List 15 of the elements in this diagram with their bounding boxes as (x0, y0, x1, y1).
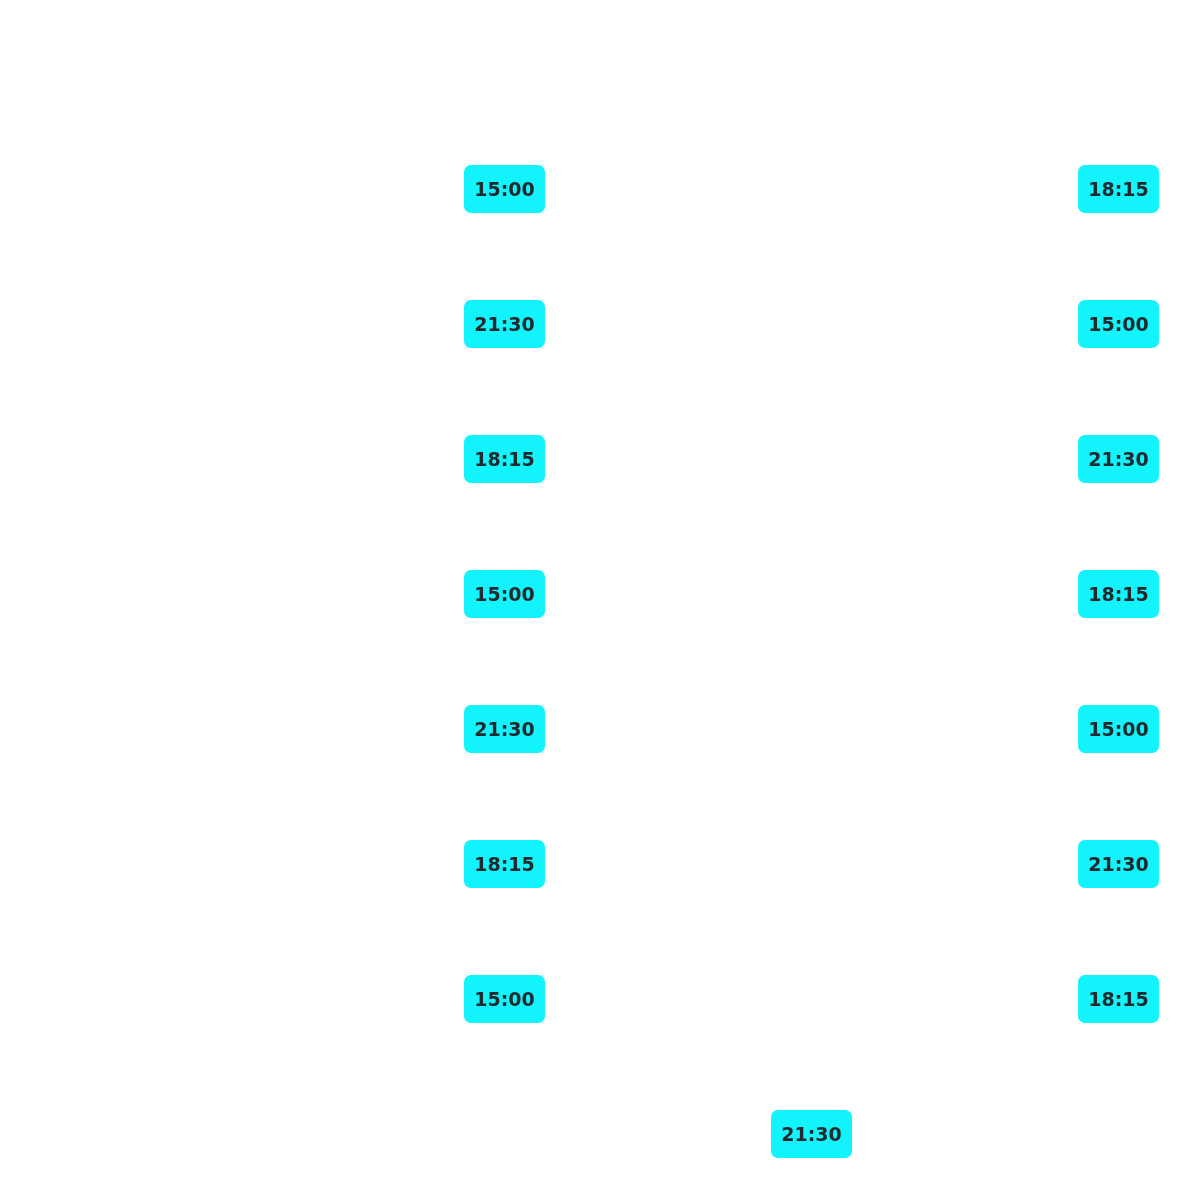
time-badge: 15:00 (1078, 705, 1159, 753)
time-badge: 15:00 (464, 165, 545, 213)
time-badge: 21:30 (1078, 840, 1159, 888)
time-badge: 21:30 (464, 300, 545, 348)
time-badge: 18:15 (464, 840, 545, 888)
time-badge: 18:15 (464, 435, 545, 483)
time-badge: 21:30 (464, 705, 545, 753)
time-badge: 18:15 (1078, 570, 1159, 618)
time-badge: 21:30 (771, 1110, 852, 1158)
time-badge: 18:15 (1078, 975, 1159, 1023)
time-badge: 15:00 (464, 570, 545, 618)
time-badge: 18:15 (1078, 165, 1159, 213)
time-badge: 21:30 (1078, 435, 1159, 483)
time-badge: 15:00 (1078, 300, 1159, 348)
time-badge: 15:00 (464, 975, 545, 1023)
